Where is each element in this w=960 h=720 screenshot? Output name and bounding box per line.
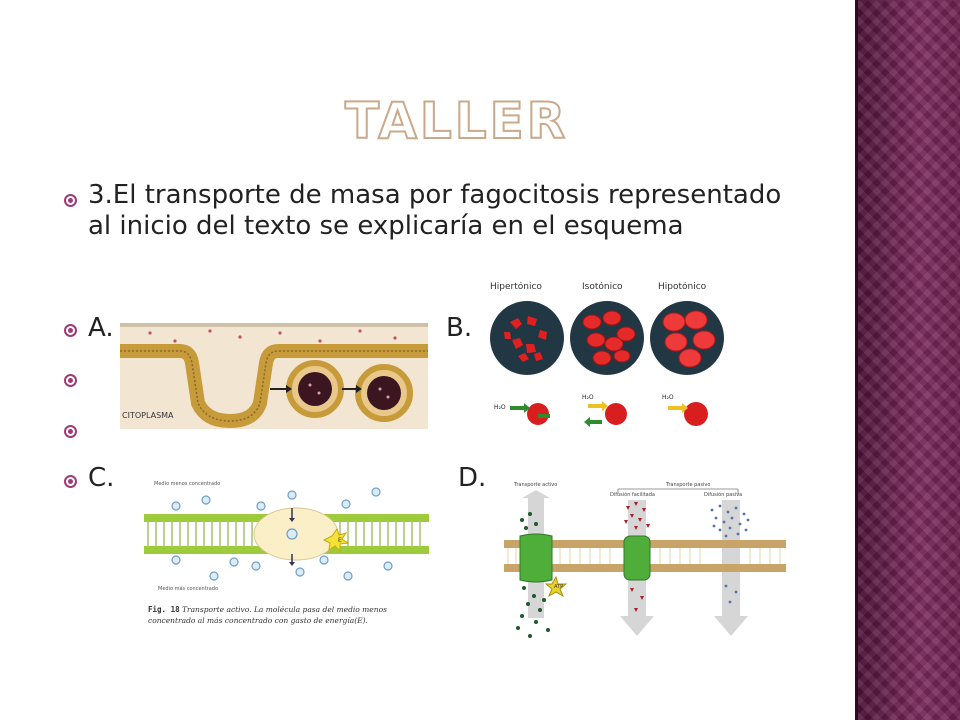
caption-text: Transporte activo. La molécula pasa del …	[148, 605, 387, 625]
water-label-2: H₂O	[582, 394, 594, 401]
option-c-label: C.	[88, 463, 115, 493]
atp-label: ATP	[554, 584, 564, 590]
decorative-sidebar	[855, 0, 960, 720]
label-isotonic: Isotónico	[582, 282, 623, 292]
water-label-3: H₂O	[662, 394, 674, 401]
slide-title: TALLER	[344, 91, 569, 151]
option-b-label: B.	[446, 313, 473, 343]
figure-a-caption: CITOPLASMA	[122, 411, 174, 420]
bullet-icon	[64, 194, 77, 207]
option-d-label: D.	[458, 463, 487, 493]
label-passive: Transporte pasivo	[666, 482, 711, 488]
bullet-icon	[64, 475, 77, 488]
question-text: 3.El transporte de masa por fagocitosis …	[88, 180, 782, 241]
energy-label: E	[338, 537, 342, 544]
medium-less-label: Medio menos concentrado	[154, 481, 221, 487]
option-a-label: A.	[88, 313, 114, 343]
bullet-icon	[64, 324, 77, 337]
water-label-1: H₂O	[494, 404, 506, 411]
figure-a-phagocytosis: CITOPLASMA	[120, 323, 428, 429]
label-facilitated: Difusión facilitada	[610, 492, 655, 498]
bullet-icon	[64, 425, 77, 438]
figure-b-tonicity: Hipertónico Isotónico Hipotónico	[488, 282, 726, 432]
label-active: Transporte activo	[514, 482, 558, 488]
figure-c-active-transport: Medio menos concentrado E Medio más conc…	[136, 480, 436, 645]
label-hypertonic: Hipertónico	[490, 282, 542, 292]
bullet-icon	[64, 374, 77, 387]
label-hypotonic: Hipotónico	[658, 282, 707, 292]
label-simple: Difusión pasiva	[704, 492, 743, 498]
medium-more-label: Medio más concentrado	[158, 586, 219, 592]
caption-fig-number: Fig. 18	[148, 605, 180, 614]
figure-c-caption: Fig. 18 Transporte activo. La molécula p…	[148, 604, 428, 626]
figure-d-transport-types: Transporte activo Transporte pasivo Difu…	[500, 480, 790, 645]
